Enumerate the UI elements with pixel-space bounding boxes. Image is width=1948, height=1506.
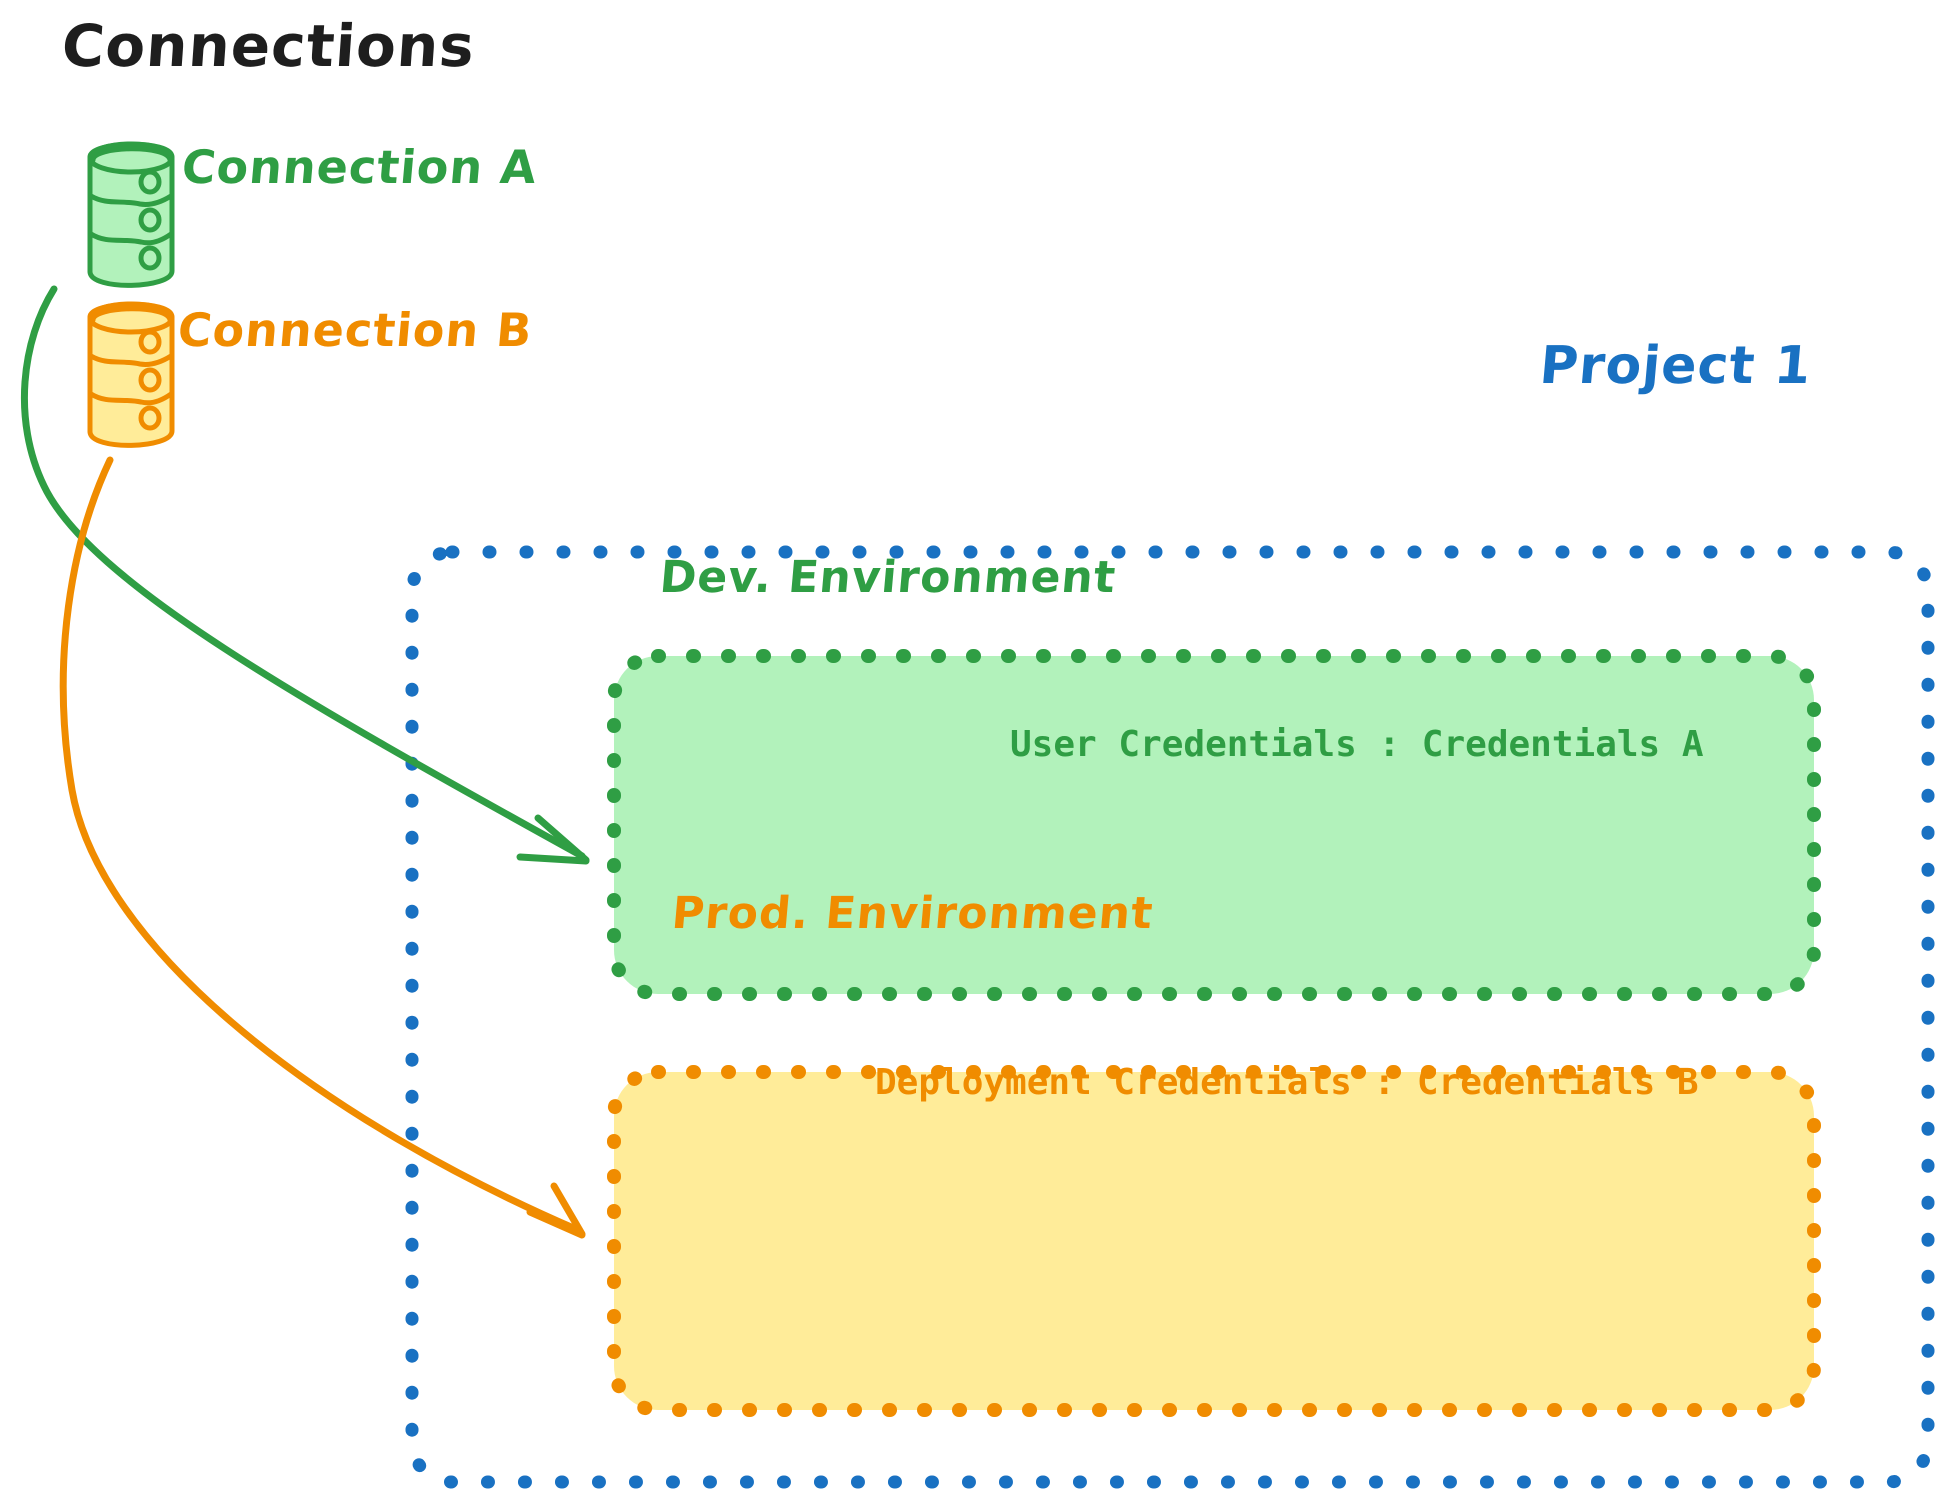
prod-environment-box[interactable]	[607, 1065, 1821, 1417]
database-icon-connection-a[interactable]	[87, 141, 175, 288]
project-container[interactable]	[405, 545, 1935, 1489]
prod-environment-title: Prod. Environment	[669, 888, 1156, 939]
project-title: Project 1	[1537, 336, 1815, 396]
database-icon-connection-b[interactable]	[87, 301, 175, 448]
dev-environment-box[interactable]	[607, 649, 1821, 1001]
legend-label-connection-a[interactable]: Connection A	[179, 140, 540, 194]
dev-environment-title: Dev. Environment	[657, 552, 1119, 603]
legend-label-connection-b[interactable]: Connection B	[175, 303, 535, 357]
page-title: Connections	[59, 12, 478, 80]
prod-environment-credentials: Deployment Credentials : Credentials B	[875, 1062, 1699, 1103]
dev-environment-credentials: User Credentials : Credentials A	[1010, 724, 1704, 765]
arrow-connection-b-to-prod	[59, 456, 586, 1239]
